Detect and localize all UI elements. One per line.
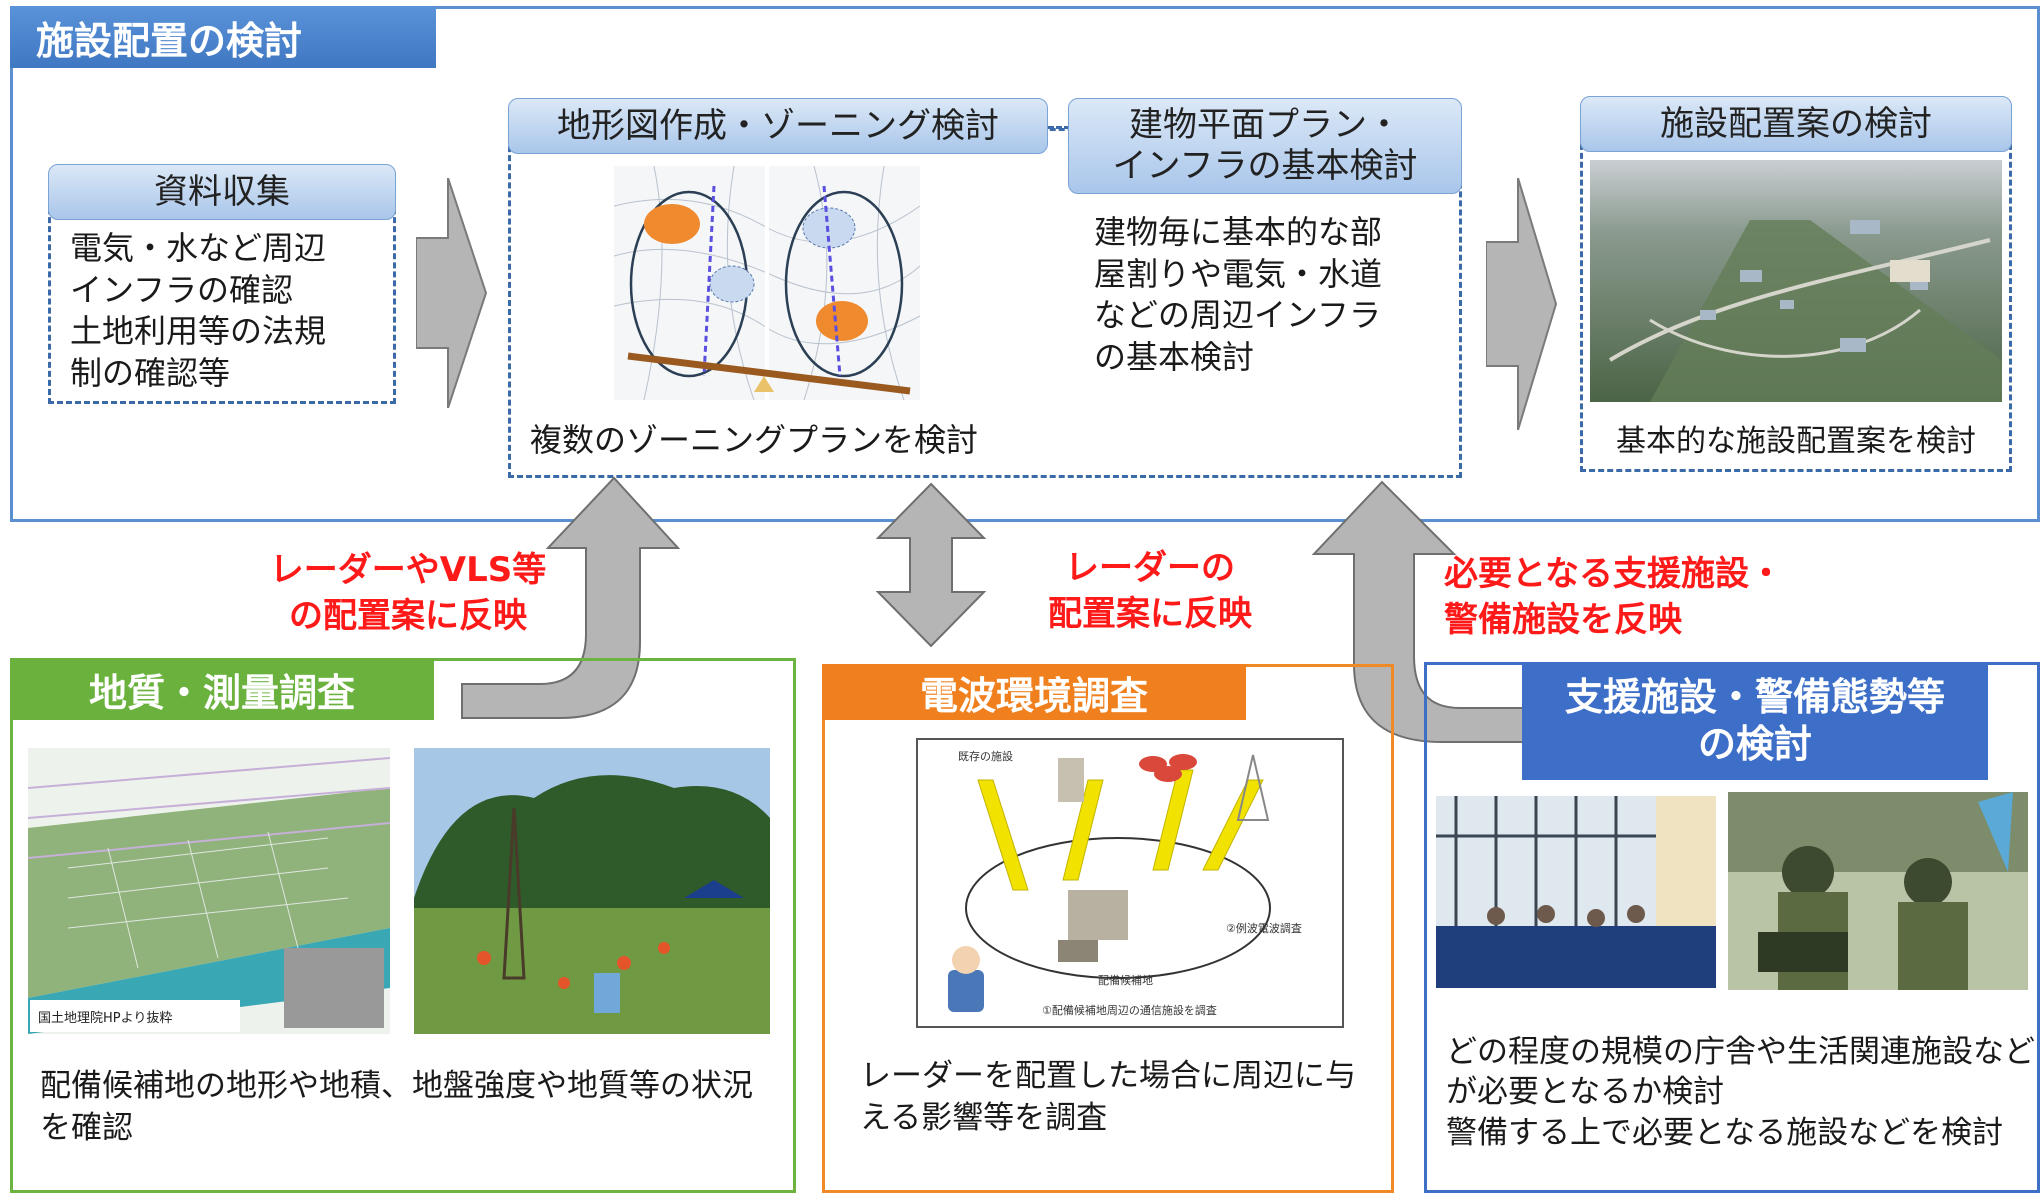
right-arrow-2 [1486,178,1558,430]
feedback-label-left: レーダーやVLS等 の配置案に反映 [269,550,547,636]
terrain-image-caption: 国土地理院HPより抜粋 [30,1000,240,1032]
material-collection-text: 電気・水など周辺 インフラの確認 土地利用等の法規 制の確認等 [70,229,327,392]
feedback-label-right: 必要となる支援施設・ 警備施設を反映 [1444,554,1783,640]
support-section-title: 支援施設・警備態勢等 の検討 [1522,662,1988,780]
building-plan-text: 建物毎に基本的な部 屋割りや電気・水道 などの周辺インフラ の基本検討 [1094,213,1383,376]
radio-diagram-note: ①配備候補地周辺の通信施設を調査 [1042,1004,1217,1017]
layout-plan-label: 施設配置案の検討 [1580,96,2012,152]
material-collection-label: 資料収集 [48,164,396,220]
security-personnel-photo [1728,792,2028,990]
feedback-arrow-center [876,482,986,648]
top-section-title: 施設配置の検討 [10,6,436,68]
radio-diagram: 既存の施設 ②例波電波調査 配備候補地 ①配備候補地周辺の通信施設を調査 [916,738,1344,1028]
geology-text: 配備候補地の地形や地積、地盤強度や地質等の状況を確認 [40,1068,753,1146]
zoning-sketch-image [614,166,920,400]
feedback-label-center: レーダーの 配置案に反映 [1048,548,1252,634]
aerial-photo [1590,160,2002,402]
radio-section-title: 電波環境調査 [822,664,1246,720]
support-text: どの程度の規模の庁舎や生活関連施設などが必要となるか検討 警備する上で必要となる… [1446,1034,2035,1151]
building-plan-label: 建物平面プラン・ インフラの基本検討 [1068,98,1462,194]
top-section-frame [10,6,2040,522]
radio-text: レーダーを配置した場合に周辺に与える影響等を調査 [860,1058,1356,1136]
label-connector [1048,126,1070,129]
geology-section-title: 地質・測量調査 [10,658,434,720]
feedback-arrow-right [1311,480,1541,743]
right-arrow-1 [416,178,488,408]
zoning-label: 地形図作成・ゾーニング検討 [508,98,1048,154]
cafeteria-photo [1436,796,1716,988]
terrain-3d-image [28,748,390,1034]
layout-plan-text: 基本的な施設配置案を検討 [1616,424,1976,459]
existing-facility-label: 既存の施設 [958,750,1013,763]
candidate-site-label: 配備候補地 [1098,974,1153,987]
zoning-text: 複数のゾーニングプランを検討 [530,421,979,459]
radio-survey-label: ②例波電波調査 [1226,922,1302,935]
survey-site-photo [414,748,770,1034]
